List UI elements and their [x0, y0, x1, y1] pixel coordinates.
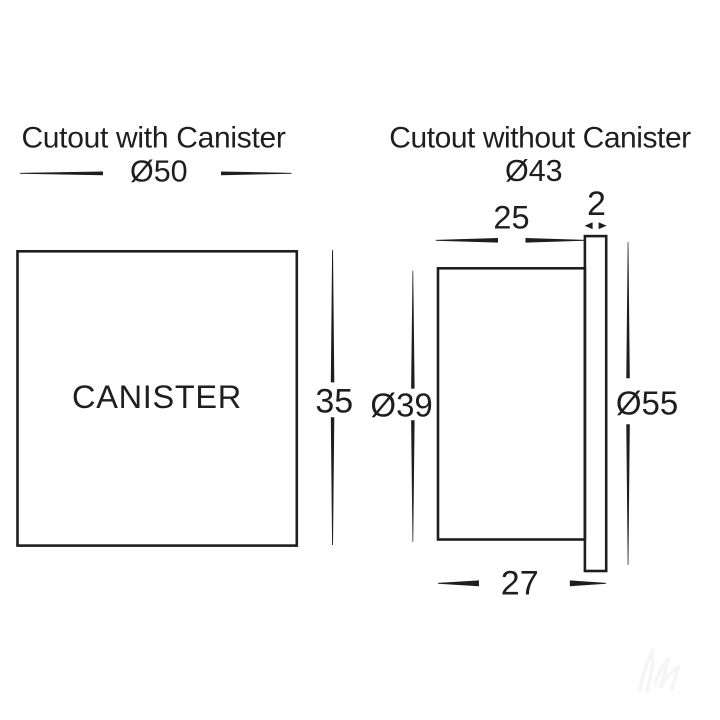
svg-text:CANISTER: CANISTER	[72, 379, 242, 415]
svg-text:Cutout with Canister: Cutout with Canister	[21, 122, 285, 155]
svg-text:35: 35	[315, 383, 353, 421]
svg-text:Cutout without Canister: Cutout without Canister	[389, 122, 691, 155]
svg-text:Ø43: Ø43	[505, 154, 563, 188]
svg-text:2: 2	[587, 185, 606, 223]
svg-text:Ø50: Ø50	[130, 155, 188, 189]
svg-text:27: 27	[501, 565, 539, 603]
svg-text:Ø55: Ø55	[616, 384, 678, 421]
svg-text:25: 25	[493, 199, 529, 235]
svg-text:Ø39: Ø39	[370, 387, 432, 424]
